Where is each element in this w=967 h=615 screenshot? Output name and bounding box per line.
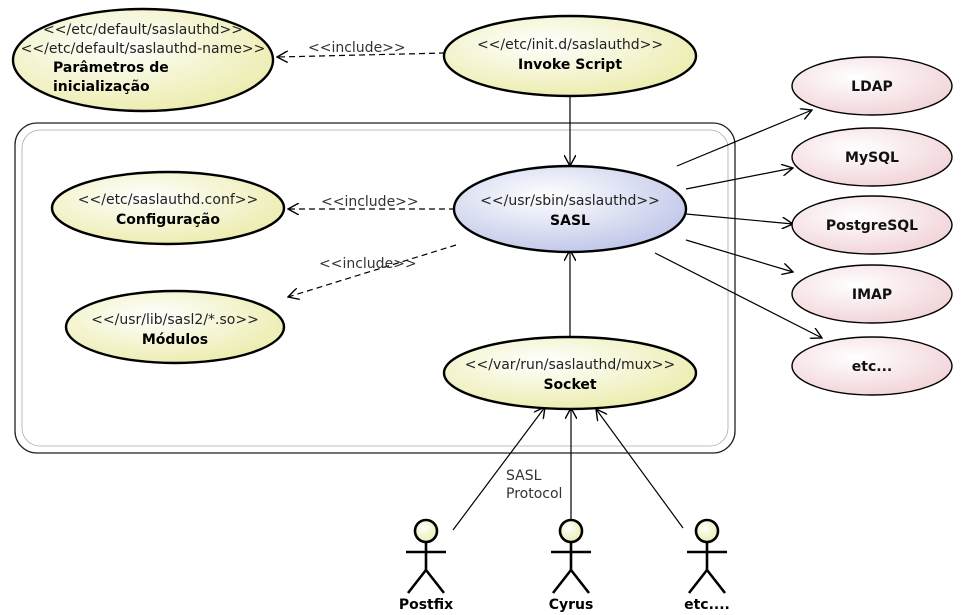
backend-postgresql-label: PostgreSQL bbox=[826, 218, 918, 234]
system-boundary bbox=[14, 122, 736, 454]
usecase-invoke-stereotype: <</etc/init.d/saslauthd>> bbox=[477, 37, 663, 53]
relations bbox=[277, 53, 822, 531]
usecase-configuracao: <</etc/saslauthd.conf>> Configuração bbox=[50, 170, 286, 246]
include-label-config: <<include>> bbox=[321, 194, 419, 210]
usecase-socket: <</var/run/saslauthd/mux>> Socket bbox=[442, 335, 698, 411]
backend-postgresql: PostgreSQL bbox=[791, 195, 953, 255]
protocol-label-line-2: Protocol bbox=[506, 486, 562, 502]
usecase-config-title: Configuração bbox=[116, 212, 220, 228]
include-label-modules: <<include>> bbox=[319, 256, 417, 272]
edge-sasl-mysql bbox=[685, 168, 793, 190]
backend-mysql: MySQL bbox=[791, 127, 953, 187]
usecase-sasl-title: SASL bbox=[550, 213, 590, 229]
usecase-modulos-stereotype: <</usr/lib/sasl2/*.so>> bbox=[91, 312, 259, 328]
usecase-parametros-stereotype-2: <</etc/default/saslauthd-name>> bbox=[21, 41, 266, 57]
usecase-invoke-title: Invoke Script bbox=[518, 57, 622, 73]
edge-sasl-postgresql bbox=[685, 213, 793, 224]
usecase-config-stereotype: <</etc/saslauthd.conf>> bbox=[78, 192, 258, 208]
usecase-parametros-title-1: Parâmetros de bbox=[53, 60, 169, 76]
backend-imap-label: IMAP bbox=[852, 287, 892, 303]
edge-etc-socket bbox=[596, 409, 684, 529]
actor-cyrus-head bbox=[558, 518, 584, 544]
include-edge-params bbox=[277, 53, 446, 57]
usecase-sasl-stereotype: <</usr/sbin/saslauthd>> bbox=[480, 193, 660, 209]
actor-postfix bbox=[406, 518, 446, 594]
usecase-invoke-script: <</etc/init.d/saslauthd>> Invoke Script bbox=[442, 14, 698, 98]
include-label-params: <<include>> bbox=[308, 40, 406, 56]
actor-etc-label: etc.... bbox=[684, 597, 730, 613]
backend-ldap-label: LDAP bbox=[851, 79, 893, 95]
actor-etc bbox=[687, 518, 727, 594]
usecase-socket-stereotype: <</var/run/saslauthd/mux>> bbox=[465, 357, 675, 373]
actor-postfix-head bbox=[413, 518, 439, 544]
actor-cyrus-label: Cyrus bbox=[549, 597, 594, 613]
backend-mysql-label: MySQL bbox=[845, 150, 899, 166]
usecase-sasl: <</usr/sbin/saslauthd>> SASL bbox=[452, 164, 688, 254]
backend-etc-label: etc... bbox=[852, 359, 892, 375]
edge-sasl-ldap bbox=[676, 110, 812, 167]
usecase-modulos-title: Módulos bbox=[142, 332, 208, 348]
actor-postfix-label: Postfix bbox=[399, 597, 453, 613]
backend-ldap: LDAP bbox=[791, 56, 953, 116]
backend-imap: IMAP bbox=[791, 264, 953, 324]
usecase-modulos: <</usr/lib/sasl2/*.so>> Módulos bbox=[64, 289, 286, 365]
usecase-parametros-stereotype-1: <</etc/default/saslauthd>> bbox=[43, 22, 243, 38]
actor-etc-head bbox=[694, 518, 720, 544]
protocol-label-line-1: SASL bbox=[506, 468, 542, 484]
system-boundary-inner bbox=[21, 129, 729, 447]
actor-cyrus bbox=[551, 518, 591, 594]
edge-sasl-etc bbox=[654, 252, 822, 338]
edge-sasl-imap bbox=[685, 239, 793, 272]
usecase-parametros-title-2: inicialização bbox=[53, 79, 150, 95]
usecase-parametros: <</etc/default/saslauthd>> <</etc/defaul… bbox=[11, 7, 275, 113]
backend-etc: etc... bbox=[791, 336, 953, 396]
usecase-socket-title: Socket bbox=[543, 377, 596, 393]
edge-postfix-socket bbox=[452, 407, 545, 531]
